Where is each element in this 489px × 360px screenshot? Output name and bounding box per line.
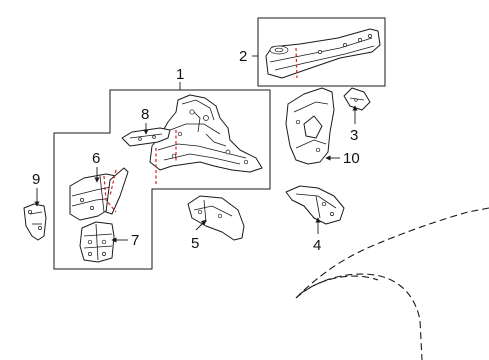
fender-outline bbox=[295, 207, 489, 299]
wheel-arch-outline bbox=[295, 273, 423, 360]
callout-2: 2 bbox=[239, 48, 247, 65]
part-4-apron-bracket bbox=[285, 185, 345, 225]
callout-6: 6 bbox=[92, 150, 100, 167]
leader-5 bbox=[195, 219, 207, 231]
callout-3: 3 bbox=[350, 127, 358, 144]
fender-inner-line bbox=[299, 275, 379, 295]
callout-5: 5 bbox=[191, 235, 199, 252]
part-2-upper-rail bbox=[265, 28, 381, 79]
part-5-lower-bracket bbox=[187, 195, 245, 241]
callout-8: 8 bbox=[141, 106, 149, 123]
part-7-bracket bbox=[79, 221, 115, 263]
callout-1: 1 bbox=[176, 66, 184, 83]
part-6-rail-section bbox=[69, 167, 129, 221]
part-1-side-member bbox=[149, 94, 263, 184]
callout-9: 9 bbox=[32, 171, 40, 188]
callout-10: 10 bbox=[343, 150, 360, 167]
part-8-plate bbox=[121, 127, 171, 147]
part-10-apron-panel bbox=[285, 87, 335, 165]
part-9-bracket bbox=[23, 203, 47, 241]
callout-7: 7 bbox=[131, 232, 139, 249]
part-2-frame bbox=[257, 17, 386, 87]
part-1-group-frame bbox=[53, 89, 271, 270]
callout-4: 4 bbox=[313, 237, 321, 254]
part-3-bracket bbox=[343, 87, 371, 111]
